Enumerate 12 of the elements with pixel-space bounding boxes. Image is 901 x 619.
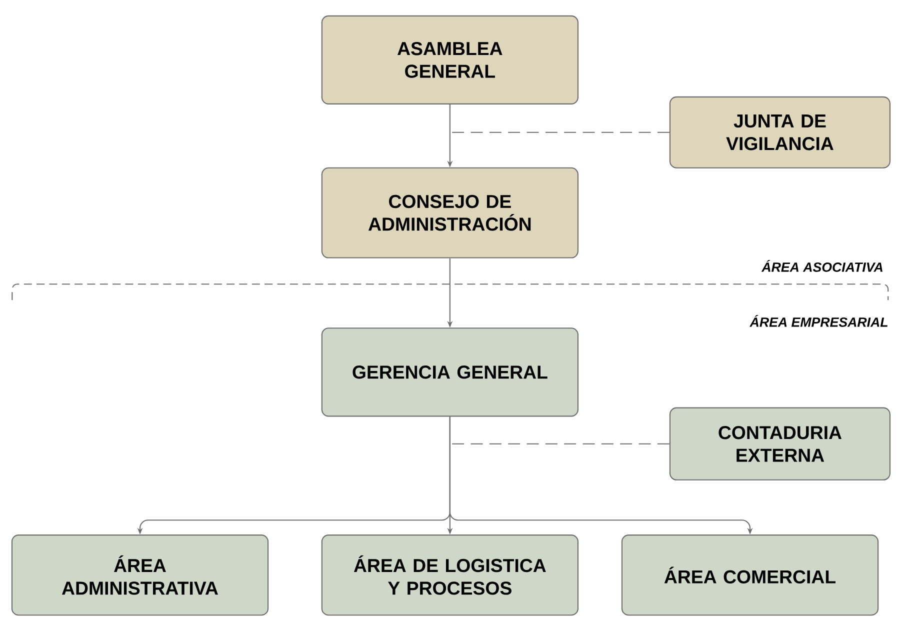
org-box: CONSEJO DE ADMINISTRACIÓN xyxy=(321,167,578,258)
org-box: ÁREA COMERCIAL xyxy=(621,534,879,616)
org-box: GERENCIA GENERAL xyxy=(321,328,578,417)
org-box: JUNTA DE VIGILANCIA xyxy=(669,96,891,168)
area-label: ÁREA ASOCIATIVA xyxy=(761,260,882,272)
org-box: ASAMBLEA GENERAL xyxy=(321,15,578,104)
org-box: ÁREA DE LOGISTICA Y PROCESOS xyxy=(321,534,578,616)
area-label: ÁREA EMPRESARIAL xyxy=(750,314,888,327)
org-box: CONTADURIA EXTERNA xyxy=(669,407,891,480)
connector-line xyxy=(450,132,670,133)
connector-line xyxy=(450,443,670,444)
org-box: ÁREA ADMINISTRATIVA xyxy=(11,534,269,616)
